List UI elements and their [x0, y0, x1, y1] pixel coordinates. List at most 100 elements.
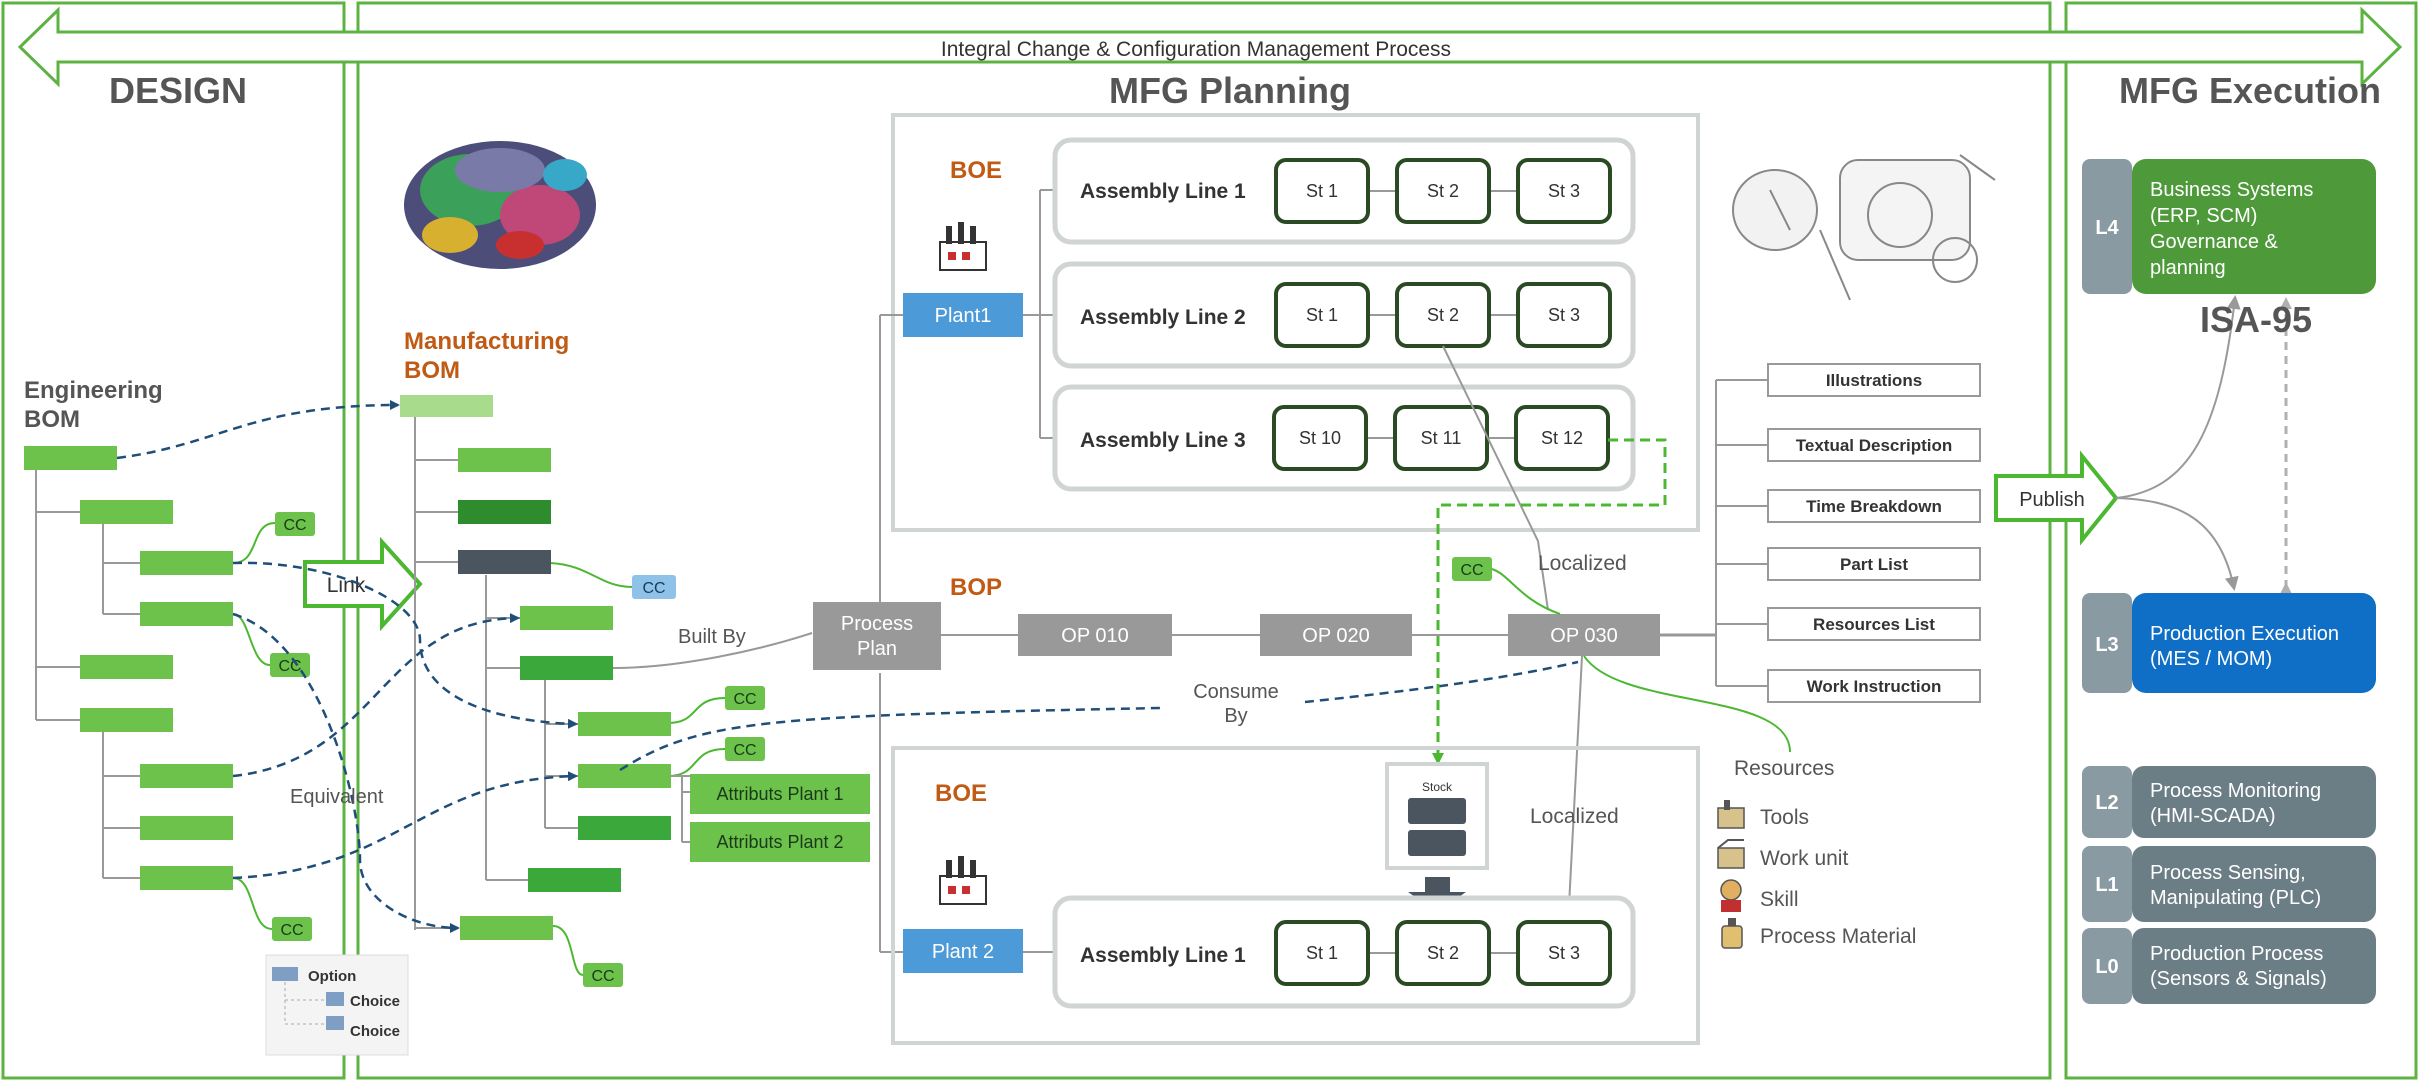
assembly-line-label: Assembly Line 2 — [1080, 306, 1246, 329]
output-label: Resources List — [1813, 615, 1935, 634]
boe-top-title: BOE — [950, 157, 1002, 184]
plant2-label: Plant 2 — [932, 941, 994, 963]
assembly-line-label: Assembly Line 1 — [1080, 180, 1246, 203]
level-desc: Process Monitoring — [2150, 780, 2321, 802]
output-label: Part List — [1840, 555, 1908, 574]
mbom-node — [578, 816, 671, 840]
cc-badge — [725, 686, 765, 710]
level-desc: Process Sensing, — [2150, 862, 2306, 884]
station-label: St 10 — [1299, 428, 1341, 448]
assembly-line-2-top: Assembly Line 2 St 1 St 2 St 3 — [1052, 261, 1636, 369]
built-by-connector — [612, 632, 813, 669]
ebom-node — [140, 866, 233, 890]
boe-top-panel — [891, 113, 1700, 532]
station-label: St 3 — [1548, 943, 1580, 963]
output-box — [1767, 363, 1981, 397]
cc-badge-label: CC — [733, 742, 756, 759]
station-label: St 11 — [1421, 428, 1462, 448]
station-box — [1516, 920, 1612, 986]
boe-bottom-panel — [891, 746, 1700, 1045]
station-box — [1274, 920, 1370, 986]
mbom-node — [520, 606, 613, 630]
station-box — [1272, 405, 1368, 471]
mbom-node — [400, 395, 493, 417]
op-box — [1260, 614, 1412, 656]
level-l2: L2 Process Monitoring (HMI-SCADA) — [2082, 766, 2376, 838]
process-material-icon — [1721, 918, 1743, 949]
op-label: OP 020 — [1302, 625, 1369, 647]
skill-icon — [1720, 879, 1742, 912]
attributes-plant-1-box — [690, 774, 870, 814]
level-code: L4 — [2095, 217, 2119, 239]
cc-badge — [275, 512, 315, 536]
process-plan-line1: Process — [841, 613, 913, 635]
link-label: Link — [327, 574, 366, 597]
cc-badge — [632, 575, 676, 599]
output-box — [1767, 547, 1981, 581]
op-box — [1018, 614, 1172, 656]
equivalent-label: Equivalent — [290, 786, 384, 808]
cc-badge-label: CC — [283, 517, 306, 534]
mbom-nodes — [400, 395, 671, 940]
cc-badge — [725, 737, 765, 761]
equivalence-links — [116, 400, 1579, 933]
output-label: Work Instruction — [1807, 677, 1942, 696]
station-label: St 2 — [1427, 305, 1459, 325]
cc-badges: CC CC CC CC CC CC CC CC — [270, 512, 1492, 987]
ebom-title-line1: Engineering — [24, 377, 163, 404]
station-label: St 2 — [1427, 943, 1459, 963]
level-code: L3 — [2095, 634, 2118, 656]
mbom-node — [528, 868, 621, 892]
resources-list: Tools Work unit Skill Process Material — [1717, 800, 1916, 949]
assembly-line-1-bottom: Assembly Line 1 St 1 St 2 St 3 — [1052, 895, 1636, 1009]
output-box — [1767, 669, 1981, 703]
station-box — [1395, 158, 1491, 224]
factory-icon — [939, 222, 987, 271]
option-card: Option Choice Choice — [265, 954, 409, 1056]
cc-badge — [583, 963, 623, 987]
level-desc: Production Execution — [2150, 623, 2339, 645]
ebom-title-line2: BOM — [24, 406, 80, 433]
plant1-label: Plant1 — [935, 305, 992, 327]
tools-icon — [1717, 800, 1745, 829]
planning-frame — [356, 1, 2052, 1080]
cc-badge-label: CC — [733, 691, 756, 708]
station-box — [1274, 282, 1370, 348]
ebom-nodes — [24, 446, 233, 890]
design-title: DESIGN — [109, 70, 247, 111]
execution-frame — [2064, 1, 2418, 1080]
mbom-title-line1: Manufacturing — [404, 328, 569, 355]
mbom-node — [458, 448, 551, 472]
station-label: St 3 — [1548, 181, 1580, 201]
op-label: OP 030 — [1550, 625, 1617, 647]
output-label: Textual Description — [1796, 436, 1953, 455]
level-desc: Production Process — [2150, 943, 2323, 965]
consume-by-line1: Consume — [1193, 681, 1279, 703]
option-label: Option — [308, 968, 356, 985]
output-box — [1767, 428, 1981, 462]
cc-badge-label: CC — [278, 658, 301, 675]
outputs-tree-lines — [1660, 379, 1768, 687]
boe-bottom-title: BOE — [935, 780, 987, 807]
choice-label-2: Choice — [350, 1023, 400, 1040]
work-unit-icon — [1717, 839, 1745, 869]
publish-connectors — [2115, 295, 2241, 591]
design-frame — [1, 1, 346, 1080]
resources-connector — [1583, 655, 1791, 753]
stock-down-arrow — [1408, 877, 1466, 912]
station-box — [1516, 158, 1612, 224]
publish-label: Publish — [2019, 489, 2085, 511]
resources-title: Resources — [1734, 757, 1834, 780]
publish-arrow — [1994, 450, 2119, 546]
cc-badge-label: CC — [642, 580, 665, 597]
banner-title: Integral Change & Configuration Manageme… — [941, 38, 1451, 61]
cc-badge-label: CC — [1460, 562, 1483, 579]
station-box — [1514, 405, 1610, 471]
attributes-plant-2: Attributs Plant 2 — [716, 832, 843, 852]
station-label: St 3 — [1548, 305, 1580, 325]
level-l4: L4 Business Systems (ERP, SCM) Governanc… — [2082, 159, 2376, 294]
level-code: L1 — [2095, 874, 2118, 896]
level-desc: planning — [2150, 257, 2226, 279]
ebom-node — [80, 708, 173, 732]
output-box — [1767, 607, 1981, 641]
